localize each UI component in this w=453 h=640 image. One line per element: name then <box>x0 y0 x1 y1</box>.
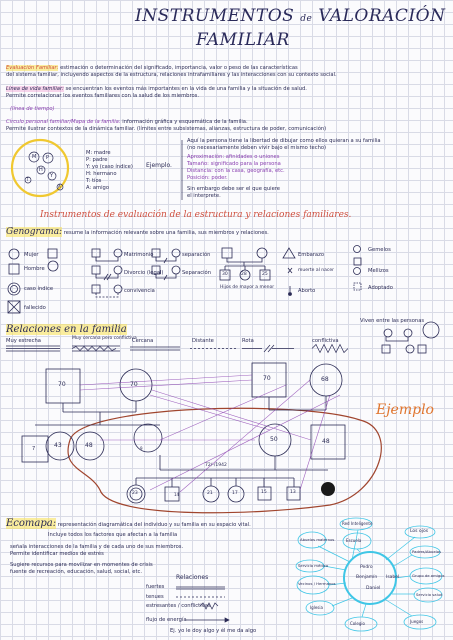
sym-adoptado: Adoptado <box>368 285 393 291</box>
sym-aborto: Aborto <box>298 288 316 294</box>
ejemplo-label: Ejemplo <box>376 402 434 418</box>
viven-label: Viven entre las personas <box>360 318 425 324</box>
instrumentos-heading: Instrumentos de evaluación de la estruct… <box>40 210 352 220</box>
ecomapa-line4: Permite identificar medios de estrés <box>10 551 104 557</box>
ecomapa-line5: Sugiere recursos para movilizar en momen… <box>10 562 153 568</box>
ecomapa-line6: fuente de recreación, educación, salud, … <box>10 569 142 575</box>
relaciones-heading: Relaciones en la familia <box>6 324 127 335</box>
sym-separacion2: Separación <box>182 270 212 276</box>
intro-term: Evaluación Familiar: <box>6 65 59 71</box>
genograma-line: Genograma: resume la información relevan… <box>6 227 269 237</box>
linea-vida-line1: Línea de vida familiar: se encuentran lo… <box>6 86 307 92</box>
sym-caso-indice: caso índice <box>24 286 54 292</box>
circle-letter-m: M <box>32 154 37 160</box>
sym-embarazo: Embarazo <box>298 252 325 258</box>
title-line1: INSTRUMENTOS <box>135 6 295 26</box>
sym-fallecido: fallecido <box>24 305 46 311</box>
page-title: INSTRUMENTOS de VALORACIÓN <box>135 6 445 26</box>
sym-mellizos: Mellizos <box>368 268 389 274</box>
relaciones-title: Relaciones <box>176 574 209 581</box>
linea-vida-term: Línea de vida familiar: <box>6 86 64 92</box>
linea-vida-aside: (línea de tiempo) <box>10 106 55 112</box>
ecomapa-line3: señala interacciones de la familia y de … <box>10 544 184 550</box>
sym-convivencia: convivencia <box>124 288 155 294</box>
sym-gemelos: Gemelos <box>368 247 391 253</box>
linea-vida-line2: Permite correlacionar los eventos famili… <box>6 93 200 99</box>
circulo-line1: Círculo personal familiar/Mapa de la fam… <box>6 119 248 125</box>
circle-letter-y: Y <box>50 173 54 179</box>
sym-muerte-nacer: muerte al nacer <box>298 268 334 273</box>
sym-matrimonio: Matrimonio <box>124 252 154 258</box>
sym-separacion1: separación <box>182 252 211 258</box>
age-25: 25 <box>262 272 268 277</box>
ecomapa-line1: Ecomapa: representación diagramática del… <box>6 518 251 529</box>
ecomapa-line2: Incluye todos los factores que afectan a… <box>48 532 178 538</box>
title-line2: VALORACIÓN <box>318 6 446 26</box>
circle-letter-a: A <box>58 184 61 189</box>
sym-divorcio: Divorcio (legal) <box>124 270 164 276</box>
age-28: 28 <box>241 272 247 277</box>
title-de: de <box>300 14 313 24</box>
genograma-term: Genograma: <box>6 227 63 237</box>
circle-letter-p: P <box>46 155 50 161</box>
circle-letter-h: H <box>39 167 43 173</box>
hijos-label: Hijos de mayor a menor <box>220 285 275 290</box>
intro-line2: del sistema familiar, incluyendo aspecto… <box>6 72 337 78</box>
example-label: Ejemplo. <box>146 162 172 169</box>
intro-line1: Evaluación Familiar: estimación o determ… <box>6 65 298 71</box>
circle-letter-t: T <box>26 177 29 182</box>
sym-hombre: Hombre <box>24 266 45 272</box>
title-line3: FAMILIAR <box>196 30 290 50</box>
ecomapa-term: Ecomapa: <box>6 518 57 529</box>
age-30: 30 <box>222 272 228 277</box>
circulo-line2: Permite ilustrar contextos de la dinámic… <box>6 126 327 132</box>
sym-mujer: Mujer <box>24 252 39 258</box>
circulo-term: Círculo personal familiar/Mapa de la fam… <box>6 119 121 125</box>
